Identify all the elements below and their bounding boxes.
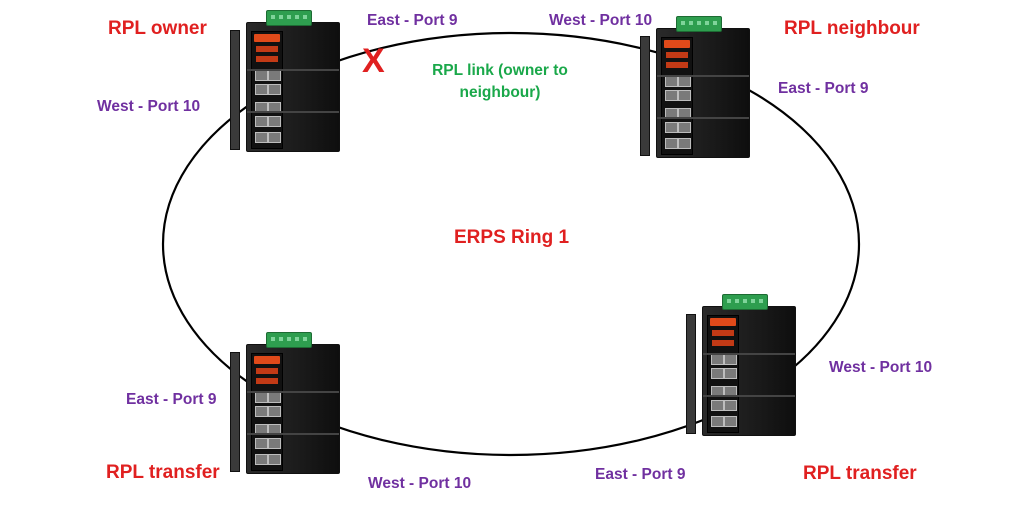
ethernet-port (665, 90, 678, 101)
switch-heatsink-band (247, 433, 339, 435)
ethernet-port (665, 138, 678, 149)
ethernet-port (711, 400, 724, 411)
ethernet-port (268, 132, 281, 143)
role-label-bottom-left: RPL transfer (106, 462, 220, 483)
switch-front-panel (251, 353, 283, 471)
ethernet-port (255, 454, 268, 465)
switch-heatsink-band (657, 75, 749, 77)
ethernet-port (268, 438, 281, 449)
switch-status-led (256, 46, 278, 52)
ring-label: ERPS Ring 1 (454, 227, 570, 248)
ethernet-port (665, 122, 678, 133)
ethernet-port (268, 392, 281, 403)
ethernet-port (268, 70, 281, 81)
port-label-bottom-left-west: West - Port 10 (368, 475, 472, 492)
rpl-link-label-line2: neighbour) (459, 83, 541, 101)
ethernet-port (724, 400, 737, 411)
switch-front-panel (707, 315, 739, 433)
switch-top-right (640, 14, 758, 158)
ethernet-port (255, 132, 268, 143)
ethernet-port (724, 354, 737, 365)
ethernet-port (678, 138, 691, 149)
rpl-link-label-line1: RPL link (owner to (432, 62, 568, 79)
switch-heatsink-band (247, 111, 339, 113)
role-label-top-left: RPL owner (108, 18, 207, 39)
ethernet-port (711, 368, 724, 379)
role-label-bottom-right: RPL transfer (803, 463, 917, 484)
ethernet-port (255, 392, 268, 403)
port-label-top-left-east: East - Port 9 (367, 12, 458, 29)
switch-heatsink-band (247, 391, 339, 393)
ethernet-port (255, 116, 268, 127)
port-label-bottom-right-east: East - Port 9 (595, 466, 686, 483)
ethernet-port (268, 454, 281, 465)
ring-ellipse (161, 31, 861, 457)
switch-logo (254, 34, 280, 42)
switch-front-panel (251, 31, 283, 149)
ethernet-port (678, 76, 691, 87)
port-label-top-right-east: East - Port 9 (778, 80, 869, 97)
ethernet-port (711, 354, 724, 365)
ethernet-port (665, 76, 678, 87)
ethernet-port (678, 122, 691, 133)
switch-heatsink-band (657, 117, 749, 119)
switch-heatsink-band (703, 395, 795, 397)
ethernet-port (724, 368, 737, 379)
switch-status-led (712, 340, 734, 346)
switch-bottom-right (686, 292, 804, 436)
port-label-bottom-right-west: West - Port 10 (829, 359, 933, 376)
switch-front-panel (661, 37, 693, 155)
switch-status-led (256, 368, 278, 374)
ethernet-port (678, 90, 691, 101)
ethernet-port (268, 84, 281, 95)
switch-status-led (256, 378, 278, 384)
port-label-top-left-west: West - Port 10 (97, 98, 201, 115)
switch-logo (664, 40, 690, 48)
ethernet-port (255, 406, 268, 417)
ethernet-port (268, 116, 281, 127)
ethernet-port (724, 416, 737, 427)
ethernet-port (255, 438, 268, 449)
switch-heatsink-band (247, 69, 339, 71)
ethernet-port (268, 406, 281, 417)
port-label-top-right-west: West - Port 10 (549, 12, 653, 29)
ethernet-port (711, 416, 724, 427)
switch-heatsink-band (703, 353, 795, 355)
switch-logo (710, 318, 736, 326)
switch-top-left (230, 8, 348, 152)
blocked-port-marker: X (362, 42, 385, 80)
port-label-bottom-left-east: East - Port 9 (126, 391, 217, 408)
switch-status-led (712, 330, 734, 336)
switch-logo (254, 356, 280, 364)
ethernet-port (255, 70, 268, 81)
switch-status-led (256, 56, 278, 62)
switch-status-led (666, 52, 688, 58)
ethernet-port (255, 84, 268, 95)
switch-status-led (666, 62, 688, 68)
role-label-top-right: RPL neighbour (784, 18, 920, 39)
switch-bottom-left (230, 330, 348, 474)
rpl-link-label: RPL link (owner to neighbour) (410, 62, 590, 102)
